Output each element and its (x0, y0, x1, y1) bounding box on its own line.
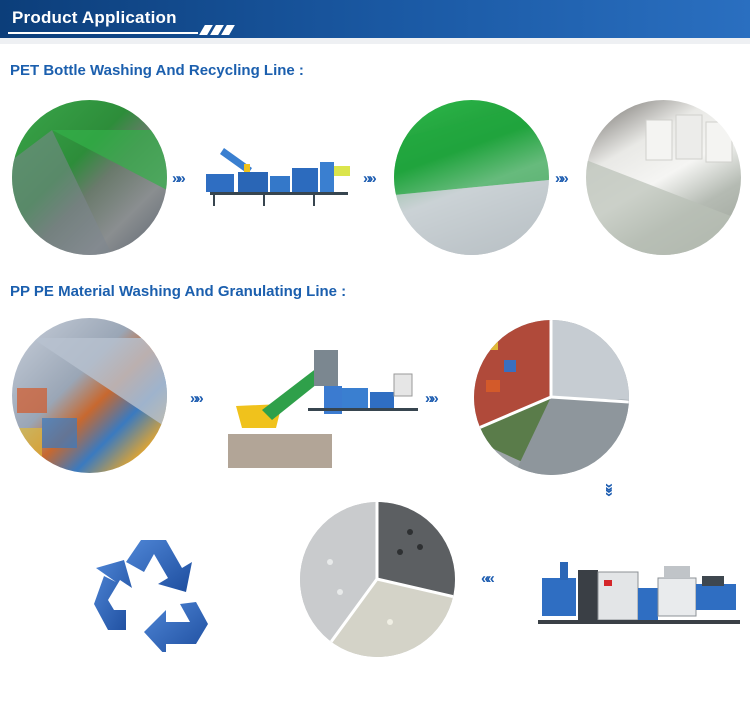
pet-bottle-bales-image (12, 100, 167, 255)
header-bar: Product Application (0, 0, 750, 38)
pp-pe-washing-line-machine-image (228, 346, 418, 468)
granulating-machine-image (538, 548, 740, 638)
pp-pe-line-title: PP PE Material Washing And Granulating L… (10, 283, 347, 300)
recycle-icon (86, 532, 216, 656)
header-band: Product Application (0, 0, 750, 44)
flow-arrow-icon: »» (555, 170, 569, 187)
polyester-fiber-image (586, 100, 741, 255)
slash-decoration-icon (199, 22, 235, 40)
pet-flakes-image (394, 100, 549, 255)
pet-line-title: PET Bottle Washing And Recycling Line : (10, 62, 304, 79)
page-title: Product Application (12, 8, 177, 27)
title-underline (8, 32, 198, 34)
granules-image (300, 502, 455, 657)
washing-line-machine-image (204, 140, 354, 215)
flow-arrow-down-icon: »» (600, 483, 618, 494)
pp-pe-flakes-image (474, 320, 629, 475)
flow-arrow-icon: »» (363, 170, 377, 187)
pp-pe-film-bales-image (12, 318, 167, 473)
flow-arrow-icon: »» (190, 390, 204, 407)
flow-arrow-icon: »» (425, 390, 439, 407)
flow-arrow-left-icon: »» (484, 570, 495, 587)
flow-arrow-icon: »» (172, 170, 186, 187)
